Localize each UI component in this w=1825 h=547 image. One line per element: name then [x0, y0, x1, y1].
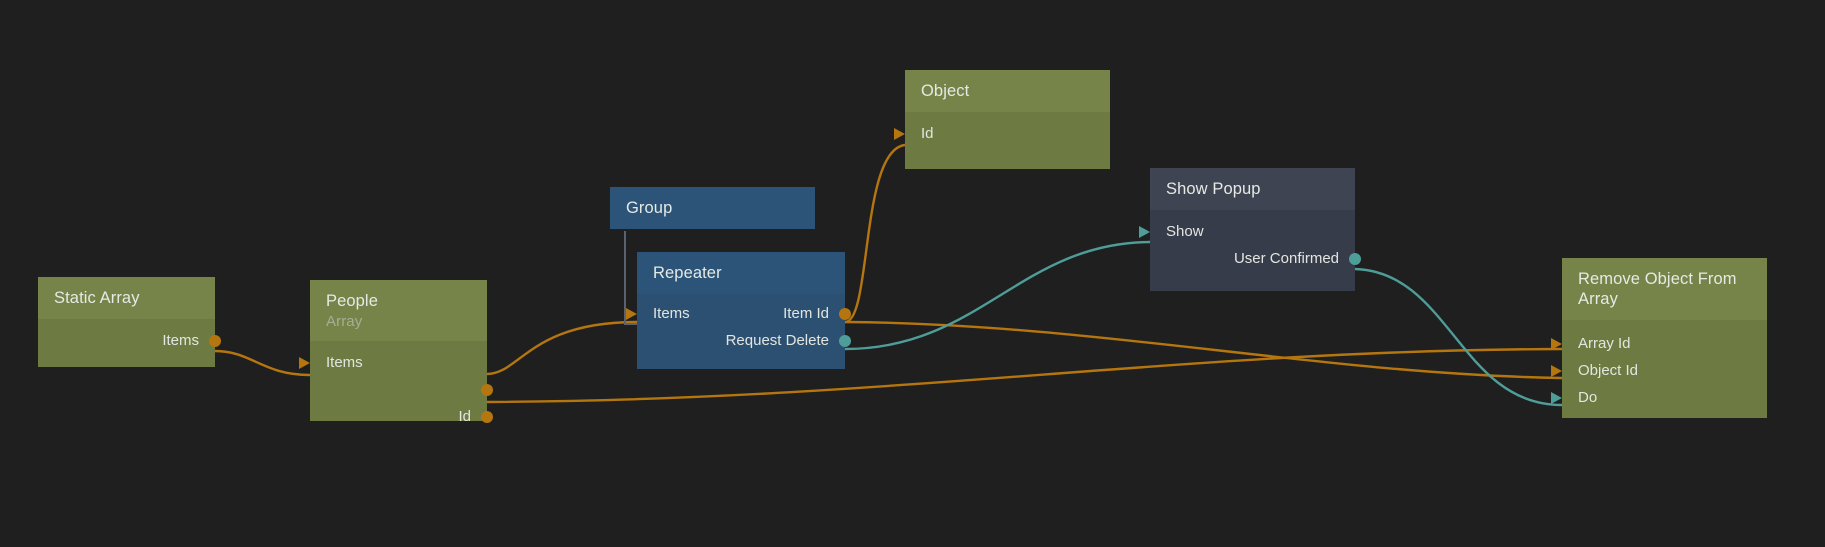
port-people-in-items[interactable]: Items: [299, 349, 487, 376]
port-label: Id: [458, 408, 471, 425]
node-object-title: Object: [921, 82, 970, 100]
node-repeater-body: Items Item Id Request Delete: [626, 294, 851, 369]
port-dot-data-icon[interactable]: [481, 410, 493, 423]
node-group-header: Group: [610, 187, 815, 229]
edge-repeater-itemid-to-object-id: [844, 143, 906, 324]
port-label: Array Id: [1578, 335, 1631, 352]
port-people-out-items[interactable]: [310, 376, 493, 403]
node-repeater[interactable]: Repeater Items Item Id Request Delete: [626, 252, 851, 369]
port-label-item-id: Item Id: [783, 305, 829, 322]
node-repeater-title: Repeater: [653, 264, 722, 282]
port-arrow-flow-icon[interactable]: [1551, 391, 1562, 404]
edge-repeater-itemid-to-remove-objectid: [844, 320, 1563, 380]
node-remove-object-from-array-title: Remove Object From Array: [1578, 270, 1737, 308]
edge-userconfirmed-to-remove-do: [1354, 267, 1563, 407]
port-dot-data-icon[interactable]: [209, 334, 221, 347]
port-remove-in-do[interactable]: Do: [1551, 384, 1767, 411]
port-label: Request Delete: [725, 332, 829, 349]
port-label: Object Id: [1578, 362, 1639, 379]
port-static-array-out-items[interactable]: Items: [38, 327, 221, 354]
port-dot-flow-icon[interactable]: [1349, 252, 1361, 265]
port-dot-data-icon[interactable]: [481, 383, 493, 396]
node-group[interactable]: Group: [610, 187, 815, 229]
port-label: Id: [921, 125, 934, 142]
node-object-body: Id: [894, 112, 1110, 169]
port-label: User Confirmed: [1233, 250, 1339, 267]
edge-people-items-to-repeater-items: [486, 320, 638, 376]
edge-static-items-to-people-items: [214, 349, 311, 377]
port-label: Do: [1578, 389, 1598, 406]
port-label: Items: [326, 354, 363, 371]
node-people-subtitle: Array: [326, 313, 363, 330]
port-people-out-id[interactable]: Id: [310, 403, 493, 430]
node-static-array[interactable]: Static Array Items: [38, 277, 221, 367]
port-arrow-data-icon[interactable]: [299, 356, 310, 369]
port-arrow-data-icon[interactable]: [1551, 337, 1562, 350]
node-show-popup[interactable]: Show Popup Show User Confirmed: [1139, 168, 1361, 291]
port-arrow-flow-icon[interactable]: [1139, 225, 1150, 238]
node-people-body: Items Id: [299, 341, 493, 425]
port-show-popup-in-show[interactable]: Show: [1139, 218, 1355, 245]
node-static-array-title: Static Array: [54, 289, 140, 307]
node-people[interactable]: People Array Items Id: [299, 280, 493, 425]
node-show-popup-title: Show Popup: [1166, 180, 1261, 198]
edge-repeater-requestdelete-to-showpopup-show: [844, 240, 1151, 351]
node-people-header: People Array: [310, 280, 487, 341]
node-remove-object-from-array-header: Remove Object From Array: [1562, 258, 1767, 320]
port-repeater-row-items[interactable]: Items Item Id: [626, 300, 851, 327]
port-dot-data-icon[interactable]: [839, 307, 851, 320]
port-label: Show: [1166, 223, 1204, 240]
port-remove-in-array-id[interactable]: Array Id: [1551, 330, 1767, 357]
node-repeater-header: Repeater: [637, 252, 845, 294]
node-show-popup-header: Show Popup: [1150, 168, 1355, 210]
port-arrow-data-icon[interactable]: [1551, 364, 1562, 377]
node-static-array-header: Static Array: [38, 277, 215, 319]
port-repeater-out-request-delete[interactable]: Request Delete: [637, 327, 851, 354]
port-label: Items: [162, 332, 199, 349]
port-remove-in-object-id[interactable]: Object Id: [1551, 357, 1767, 384]
node-static-array-body: Items: [38, 319, 221, 367]
node-people-title: People: [326, 292, 378, 310]
node-group-title: Group: [626, 199, 673, 217]
node-object[interactable]: Object Id: [894, 70, 1110, 169]
port-arrow-data-icon[interactable]: [626, 307, 637, 320]
node-show-popup-body: Show User Confirmed: [1139, 210, 1361, 291]
port-show-popup-out-user-confirmed[interactable]: User Confirmed: [1150, 245, 1361, 272]
node-remove-object-from-array[interactable]: Remove Object From Array Array Id Object…: [1551, 258, 1767, 418]
port-arrow-data-icon[interactable]: [894, 127, 905, 140]
port-object-in-id[interactable]: Id: [894, 120, 1110, 147]
node-object-header: Object: [905, 70, 1110, 112]
node-remove-object-from-array-body: Array Id Object Id Do: [1551, 320, 1767, 418]
port-label-items: Items: [653, 305, 690, 322]
port-dot-flow-icon[interactable]: [839, 334, 851, 347]
